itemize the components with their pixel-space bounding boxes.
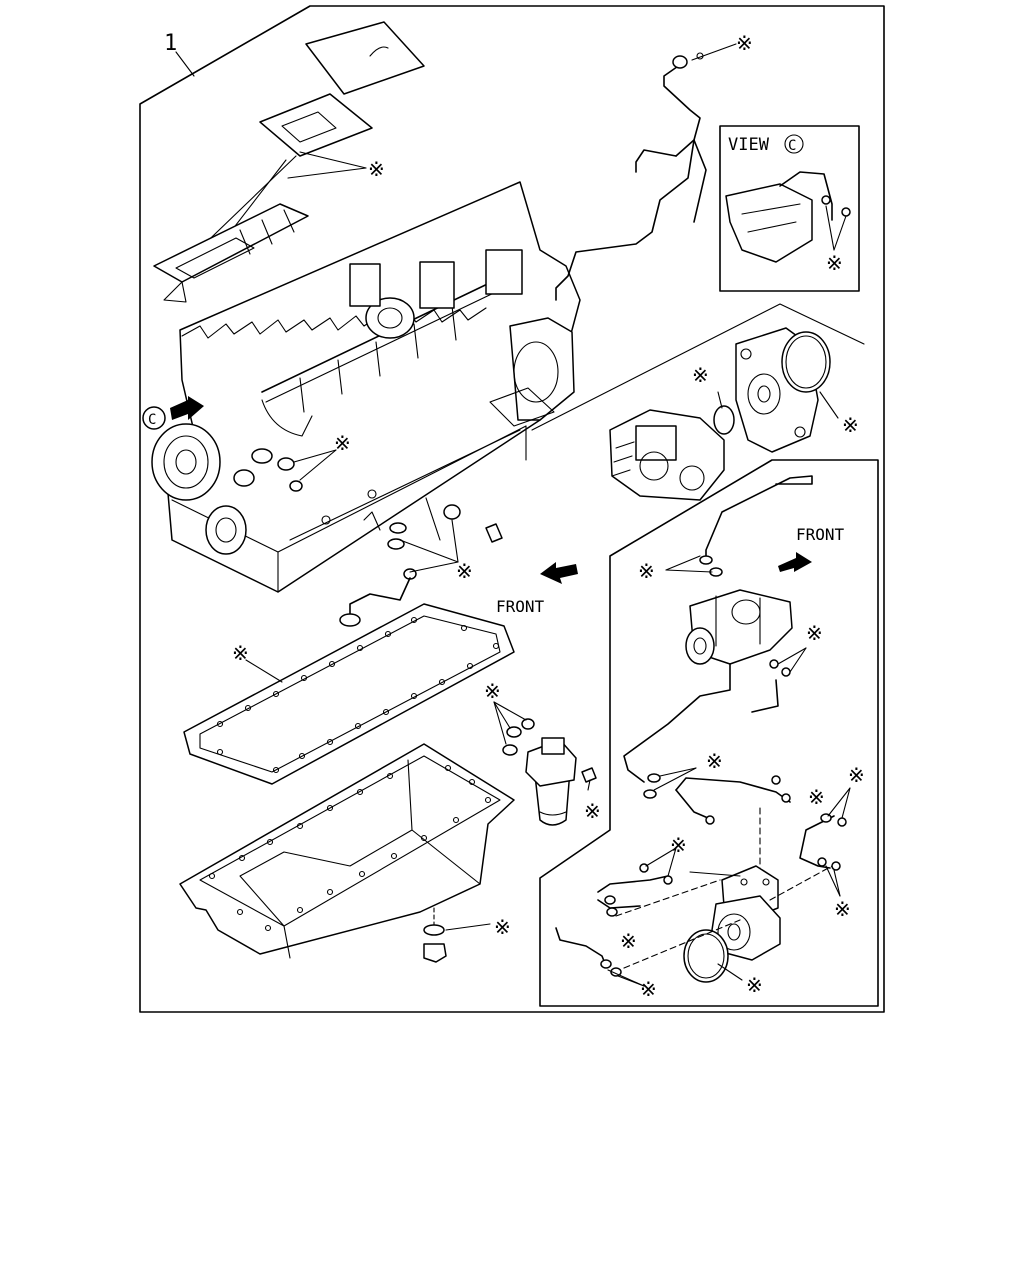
- asterisk-marker: ※: [692, 363, 709, 387]
- view-c-callout: C: [142, 396, 204, 430]
- oil-pan: [179, 743, 515, 959]
- oil-filter: [493, 701, 597, 826]
- part-number: 1: [164, 31, 177, 56]
- right-coolant-pipe: [769, 787, 851, 901]
- asterisk-marker: ※: [808, 785, 825, 809]
- asterisk-marker: ※: [368, 157, 385, 181]
- kit-outline: [139, 5, 885, 1013]
- asterisk-marker: ※: [620, 929, 637, 953]
- asterisk-marker: ※: [848, 763, 865, 787]
- top-gasket-asterisk-leaders: [287, 151, 367, 179]
- view-c-marker: C: [148, 412, 156, 428]
- asterisk-marker: ※: [334, 431, 351, 455]
- oil-return-pipes: [623, 663, 791, 825]
- coolant-pipes: [555, 847, 741, 987]
- fuel-leak-off-pipe: [555, 43, 737, 301]
- asterisk-marker: ※: [706, 749, 723, 773]
- asterisk-marker: ※: [736, 31, 753, 55]
- supply-pump-cover: [713, 327, 839, 453]
- asterisk-marker: ※: [806, 621, 823, 645]
- asterisk-marker: ※: [456, 559, 473, 583]
- asterisk-marker: ※: [746, 973, 763, 997]
- asterisk-marker: ※: [640, 977, 657, 1001]
- asterisk-marker: ※: [826, 251, 843, 275]
- front-label-left: FRONT: [496, 597, 545, 616]
- front-cover-seals: [251, 448, 337, 492]
- view-c-inset: VIEW C: [719, 125, 860, 292]
- turbo-oil-lines-panel: FRONT: [539, 459, 879, 1007]
- front-label-right: FRONT: [796, 525, 845, 544]
- asterisk-marker: ※: [584, 799, 601, 823]
- engine-block: [151, 181, 581, 593]
- asterisk-marker: ※: [638, 559, 655, 583]
- kit-asterisks: ※ ※ ※ ※ ※ ※ ※ ※ ※ ※ ※ ※ ※ ※ ※ ※ ※ ※ ※ ※ …: [232, 31, 865, 1001]
- asterisk-marker: ※: [484, 679, 501, 703]
- front-arrow-left: FRONT: [496, 562, 578, 616]
- rocker-cover-gaskets: [189, 21, 425, 259]
- supply-pump: [609, 409, 725, 501]
- oil-pipe-seals: [339, 497, 503, 627]
- asterisk-marker: ※: [834, 897, 851, 921]
- asterisk-marker: ※: [232, 641, 249, 665]
- asterisk-marker: ※: [494, 915, 511, 939]
- view-c-inset-letter: C: [788, 138, 796, 154]
- oil-pan-gasket: [183, 603, 515, 785]
- turbocharger: [685, 589, 807, 677]
- vacuum-pump-assembly: [683, 807, 781, 983]
- asterisk-marker: ※: [842, 413, 859, 437]
- part-number-callout: 1: [164, 31, 195, 77]
- flywheel-gasket-leader: [489, 303, 865, 461]
- view-c-title: VIEW: [728, 135, 770, 155]
- drain-plug: [423, 907, 491, 963]
- asterisk-marker: ※: [670, 833, 687, 857]
